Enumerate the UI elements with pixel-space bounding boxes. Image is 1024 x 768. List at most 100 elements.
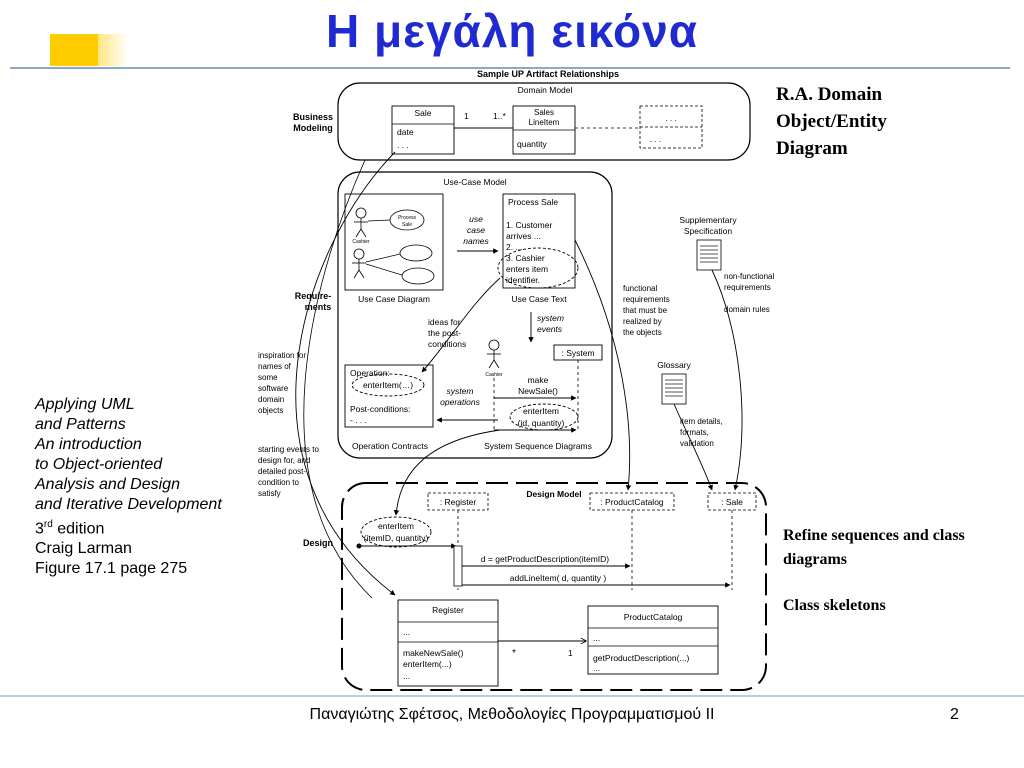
note-inspiration: inspiration for: [258, 351, 306, 360]
book-line: and Patterns: [35, 416, 126, 433]
operation-contract-box: [344, 364, 434, 428]
msg-get-description: d = getProductDescription(itemID): [481, 554, 609, 564]
note-item-details: formats,: [680, 428, 709, 437]
catalog-attrs: ...: [593, 633, 600, 643]
connector-glossary-to-sale: [673, 403, 713, 491]
register-method: enterItem(...): [403, 659, 452, 669]
more-class-dots-1: . . .: [665, 114, 676, 123]
arrow-names: names: [463, 236, 489, 246]
supplementary-doc-icon: [696, 239, 722, 271]
bubble-sale: Sale: [402, 222, 412, 228]
label-diagram: Diagram: [776, 138, 848, 159]
op-label: Operation:: [350, 368, 390, 378]
label-object-entity: Object/Entity: [776, 111, 887, 132]
note-starting: design for, and: [258, 456, 310, 465]
ssd-enteritem: enterItem: [523, 406, 559, 416]
connector-domain-to-design: [295, 151, 396, 596]
note-domain-rules: domain rules: [724, 305, 770, 314]
ideas-line: ideas for: [428, 317, 461, 327]
design-model-title: Design Model: [526, 489, 581, 499]
register-method: makeNewSale(): [403, 648, 464, 658]
note-functional: that must be: [623, 306, 668, 315]
note-functional: the objects: [623, 328, 662, 337]
ssd-system: : System: [561, 348, 594, 358]
uct-line: 2. ...: [506, 242, 523, 252]
book-line: An introduction: [35, 436, 142, 453]
uct-line: enters item: [506, 264, 548, 274]
connector-ssd-to-design: [393, 429, 501, 516]
msg-add-lineitem: addLineItem( d, quantity ): [510, 573, 607, 583]
edition-suffix: rd: [43, 519, 53, 530]
use-case-model-frame: [337, 171, 613, 459]
arrow-use: use: [469, 214, 483, 224]
note-functional: functional: [623, 284, 657, 293]
edition-number: 3: [35, 520, 44, 538]
book-line: to Object-oriented: [35, 456, 163, 473]
accent-fade: [98, 34, 128, 66]
mult-one: 1: [464, 111, 469, 121]
ssd-make: make: [528, 375, 549, 385]
op-name: enterItem(…): [363, 380, 413, 390]
note-starting: starting events to: [258, 445, 319, 454]
uct-caption: Use Case Text: [511, 294, 567, 304]
uct-highlight: [497, 247, 579, 289]
catalog-object-label: : ProductCatalog: [600, 497, 664, 507]
ideas-line: the post-: [428, 328, 461, 338]
ssd-newsale: NewSale(): [518, 386, 558, 396]
design-enteritem-highlight: [360, 516, 432, 548]
book-edition: 3rd edition: [35, 515, 250, 539]
specification-label: Specification: [684, 226, 732, 236]
sale-object: [707, 492, 757, 511]
ideas-line: conditions: [428, 339, 466, 349]
assoc-mult-one: 1: [568, 648, 573, 658]
register-method: ...: [403, 671, 410, 681]
label-refine: Refine sequences and class: [783, 527, 965, 544]
design-enteritem-args: (itemID, quantity): [364, 533, 429, 543]
catalog-method: getProductDescription(...): [593, 653, 690, 663]
assoc-mult-star: *: [512, 648, 516, 659]
use-case-model-title: Use-Case Model: [443, 177, 506, 187]
sale-class: [391, 105, 455, 155]
book-caption: Applying UML and Patterns An introductio…: [35, 395, 250, 579]
op-dots: - . . .: [350, 415, 367, 425]
ucd-caption: Use Case Diagram: [358, 294, 430, 304]
label-class-skeletons: Class skeletons: [783, 597, 886, 614]
register-class-name: Register: [432, 605, 464, 615]
sale-object-label: : Sale: [721, 497, 743, 507]
note-requirements: requirements: [724, 283, 771, 292]
op-caption: Operation Contracts: [352, 441, 428, 451]
accent-square: [50, 34, 100, 66]
ssd-highlight: [509, 403, 579, 431]
label-business: Business: [293, 112, 333, 122]
connector-supplementary-to-sale: [711, 269, 743, 491]
glossary-doc-icon: [661, 373, 687, 405]
bottom-rule: [0, 695, 1024, 697]
design-enteritem: enterItem: [378, 521, 414, 531]
edition-text: edition: [52, 520, 105, 538]
note-starting: detailed post-: [258, 467, 306, 476]
ssd-cashier: Cashier: [485, 372, 503, 378]
ssd-caption: System Sequence Diagrams: [484, 441, 592, 451]
label-modeling: Modeling: [293, 123, 333, 133]
uct-line: identifier.: [506, 275, 540, 285]
sys-events-2: events: [537, 324, 563, 334]
slide-title: Η μεγάλη εικόνα: [326, 5, 698, 57]
glossary-label: Glossary: [657, 360, 691, 370]
book-line: Analysis and Design: [35, 476, 180, 493]
book-line: and Iterative Development: [35, 496, 222, 513]
sli-attr-quantity: quantity: [517, 139, 548, 149]
sale-class-name: Sale: [414, 108, 431, 118]
sli-name-1: Sales: [534, 108, 554, 117]
mult-many: 1..*: [493, 111, 506, 121]
ideas-curve: [421, 277, 501, 373]
label-ra-domain: R.A. Domain: [776, 84, 883, 105]
arrow-case: case: [467, 225, 485, 235]
catalog-class-name: ProductCatalog: [624, 612, 683, 622]
more-class-dots-2: . . .: [650, 135, 661, 144]
label-ments: ments: [305, 302, 332, 312]
supplementary-label: Supplementary: [679, 215, 737, 225]
footer-text: Παναγιώτης Σφέτσος, Μεθοδολογίες Προγραμ…: [309, 706, 715, 723]
domain-model-frame: [337, 82, 751, 161]
sys-ops-1: system: [447, 386, 474, 396]
note-starting: condition to: [258, 478, 299, 487]
